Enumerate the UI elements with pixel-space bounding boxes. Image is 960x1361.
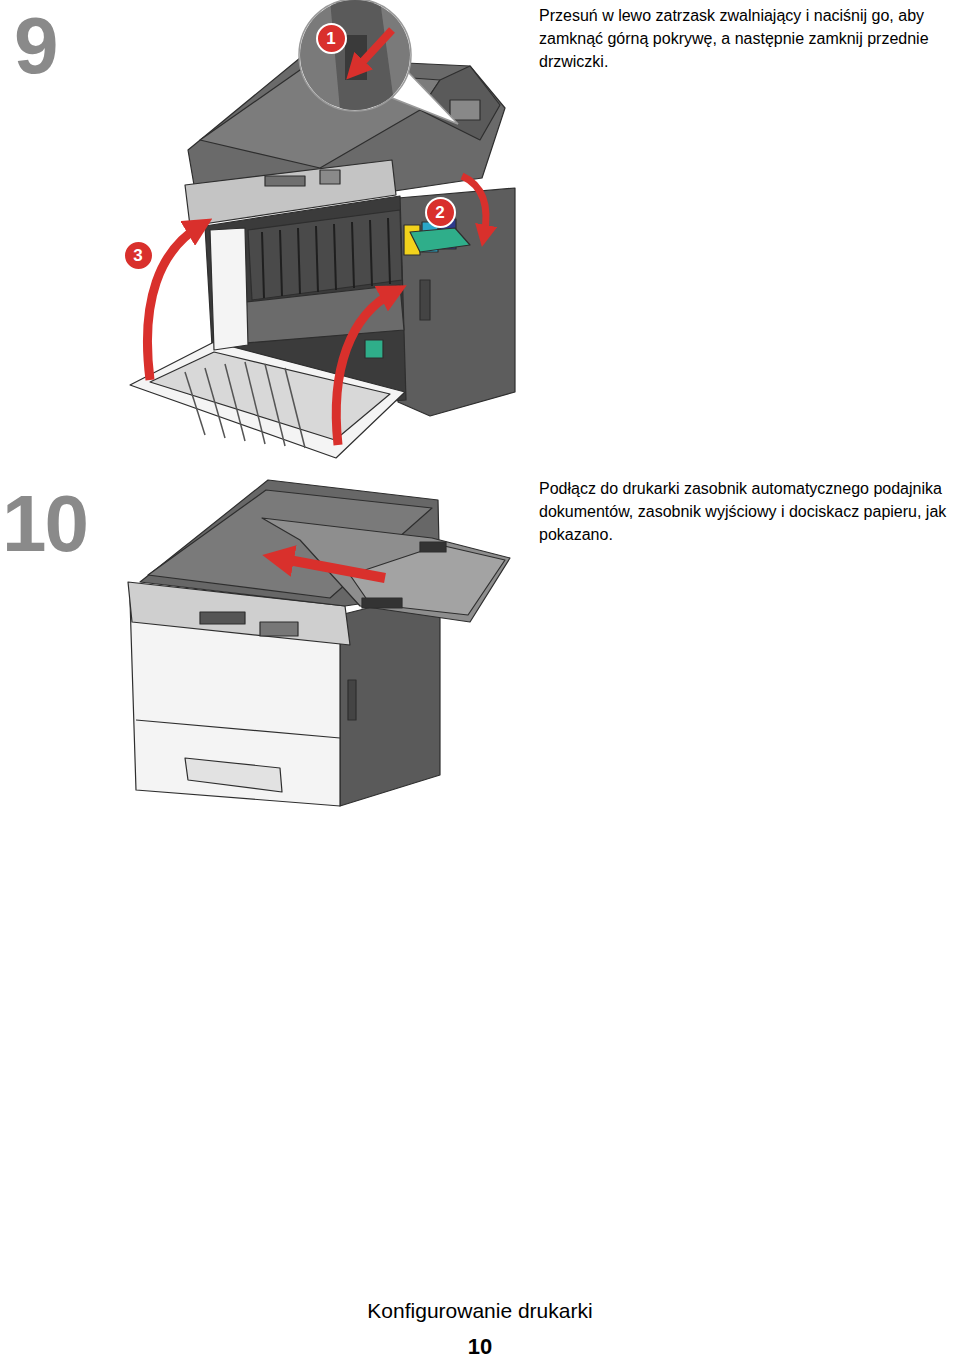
- callout-text: 2: [435, 204, 444, 221]
- instruction-text: Przesuń w lewo zatrzask zwalniający i na…: [539, 4, 957, 73]
- instruction-text: Podłącz do drukarki zasobnik automatyczn…: [539, 477, 957, 546]
- callout-number: 3: [123, 240, 154, 271]
- callout-text: 1: [326, 30, 335, 47]
- section-footer: Konfigurowanie drukarki: [0, 1299, 960, 1323]
- callout-number: 1: [316, 23, 347, 54]
- callout-text: 3: [133, 247, 142, 264]
- step-number: 10: [2, 484, 87, 564]
- callout-number: 2: [425, 197, 456, 228]
- page-number: 10: [0, 1334, 960, 1360]
- step-number: 9: [14, 6, 57, 86]
